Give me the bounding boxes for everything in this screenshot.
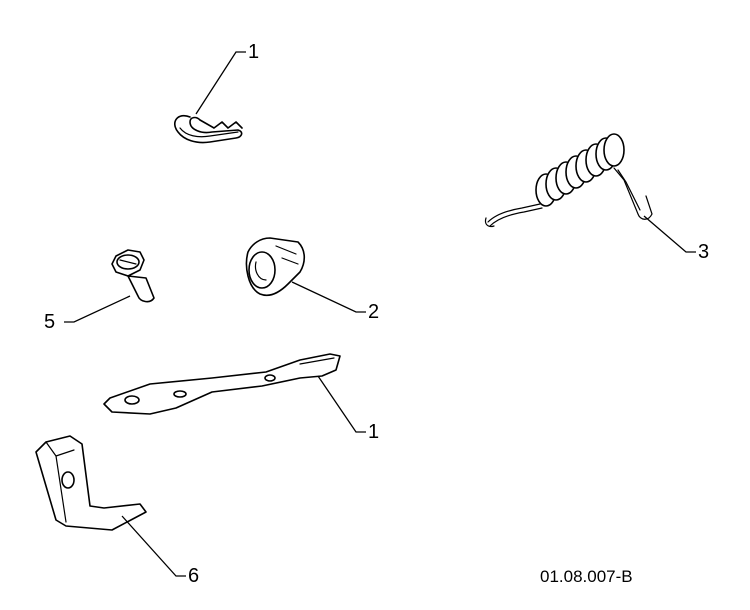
leader-5 xyxy=(64,295,131,323)
leader-4 xyxy=(195,51,246,115)
leader-2 xyxy=(291,281,366,313)
drawing-reference-code: 01.08.007-B xyxy=(540,567,633,586)
part-4-hairpin-clip xyxy=(174,114,243,144)
part-1-bracket-plate xyxy=(103,353,341,415)
callout-3: 3 xyxy=(698,241,709,263)
leader-3 xyxy=(643,215,696,253)
callout-2: 2 xyxy=(368,301,379,323)
part-2-bushing xyxy=(245,237,306,297)
part-5-screw xyxy=(111,249,155,303)
part-6-angle-bracket xyxy=(35,435,147,531)
part-3-spring xyxy=(484,133,653,228)
callout-5: 5 xyxy=(44,311,55,333)
callout-4: 1 xyxy=(248,41,259,63)
callout-1: 1 xyxy=(368,421,379,443)
leader-1 xyxy=(317,375,366,433)
leader-6 xyxy=(121,515,186,577)
callout-6: 6 xyxy=(188,565,199,587)
